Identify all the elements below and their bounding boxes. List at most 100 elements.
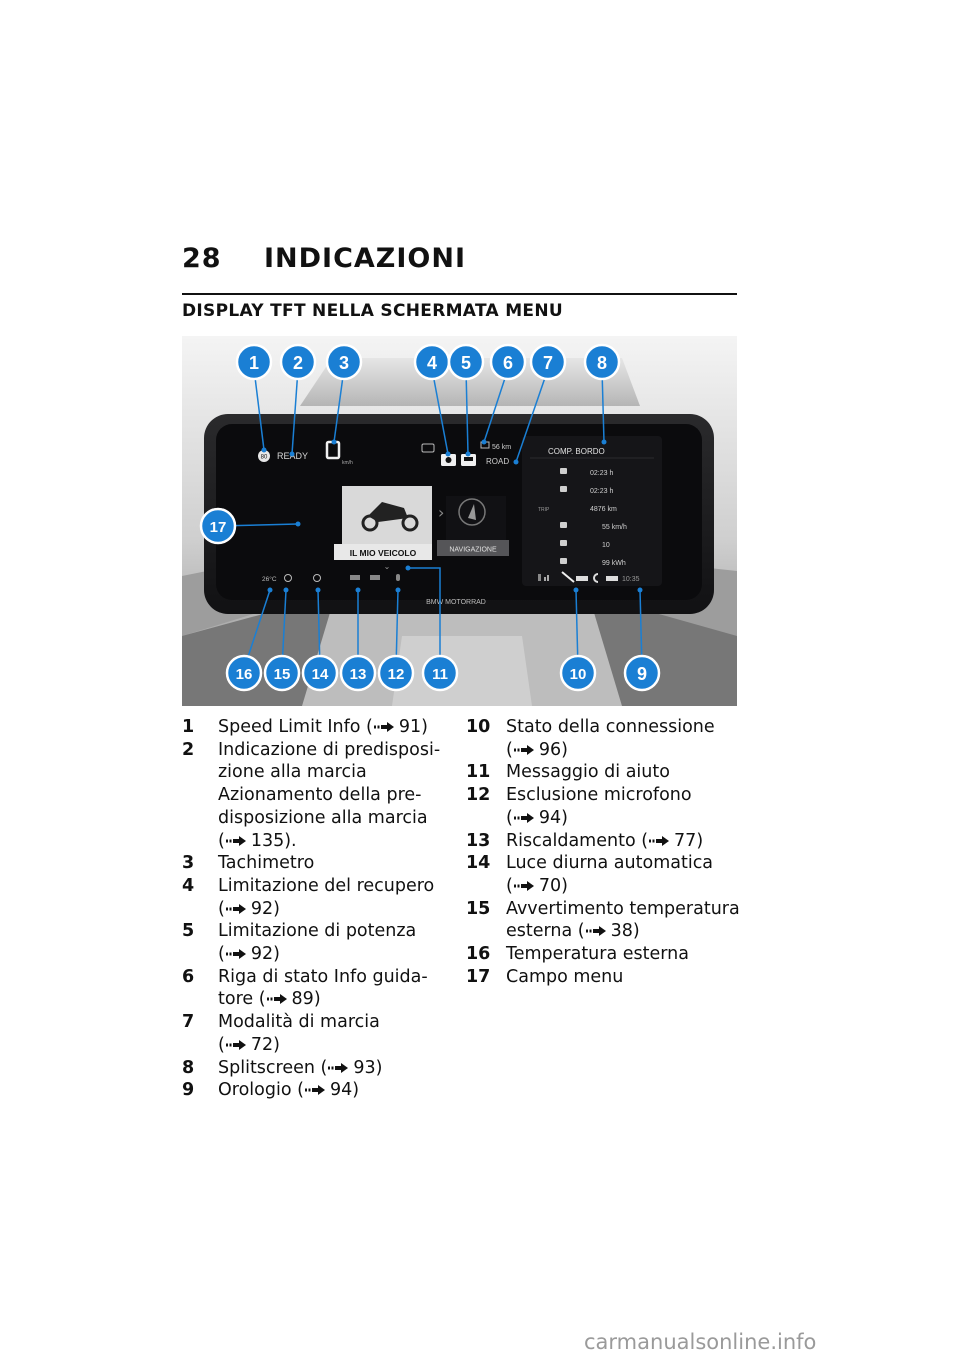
legend-line: (135). <box>218 830 444 853</box>
legend-line: Azionamento della pre- <box>218 784 444 807</box>
clock: 10:35 <box>622 576 640 583</box>
page-reference[interactable]: 135). <box>250 830 297 851</box>
legend-line-text: ( <box>506 739 513 760</box>
callout-15: 15 <box>263 654 301 692</box>
legend-line: Campo menu <box>506 966 736 989</box>
legend-line: (92) <box>218 943 444 966</box>
svg-text:11: 11 <box>432 666 448 683</box>
legend-text: Splitscreen ( 93) <box>218 1057 444 1080</box>
page-reference[interactable]: 77) <box>674 830 704 851</box>
page-reference-arrow-icon <box>225 903 246 914</box>
page-reference[interactable]: 96) <box>538 739 568 760</box>
legend-line-text: Riga di stato Info guida- <box>218 966 428 987</box>
heating-icon <box>350 575 360 580</box>
legend-item: 2 Indicazione di predisposi-zione alla ma… <box>182 739 444 853</box>
chevron-right-icon[interactable]: › <box>438 503 444 522</box>
legend-line: Riscaldamento (77) <box>506 830 736 853</box>
splitscreen-panel <box>522 436 662 586</box>
legend-text: Limitazione di potenza(92) <box>218 920 444 965</box>
page-reference[interactable]: 93) <box>353 1057 383 1078</box>
legend-line: Tachimetro <box>218 852 444 875</box>
legend-number: 4 <box>182 875 195 896</box>
page-reference[interactable]: 91) <box>398 717 428 737</box>
row-value: 02:23 h <box>590 488 613 495</box>
legend-line-text: Stato della connessione <box>506 717 715 737</box>
legend-line: Luce diurna automatica <box>506 852 736 875</box>
callout-17: 17 <box>199 507 237 545</box>
legend-line-text: Messaggio di aiuto <box>506 762 670 783</box>
page-reference[interactable]: 92) <box>250 944 280 965</box>
svg-text:2: 2 <box>293 353 303 373</box>
callout-endpoints <box>261 439 643 593</box>
legend-line: esterna (38) <box>506 920 740 943</box>
navigation-label-box <box>437 540 509 556</box>
onboard-computer-rows: 02:23 h 02:23 h TRIP 4876 km 55 km/h 10 … <box>538 470 627 567</box>
legend-line: Riga di stato Info guida- <box>218 966 444 989</box>
legend-line-text: Speed Limit Info ( <box>218 717 373 737</box>
legend-line-text: Azionamento della pre- <box>218 785 422 806</box>
legend-line: (72) <box>218 1034 444 1057</box>
legend-line: Indicazione di predisposi- <box>218 739 444 762</box>
page-reference-arrow-icon <box>266 994 287 1005</box>
legend-item: 14 Luce diurna automatica(70) <box>466 852 736 897</box>
callout-4: 4 <box>413 343 451 381</box>
page-reference-arrow-icon <box>225 1039 246 1050</box>
row-label: TRIP <box>538 507 550 513</box>
page-reference[interactable]: 72) <box>250 1034 280 1055</box>
svg-text:8: 8 <box>597 353 607 373</box>
svg-text:17: 17 <box>210 519 227 536</box>
svg-text:1: 1 <box>249 353 259 373</box>
legend-text: Temperatura esterna <box>506 943 736 966</box>
legend-text: Messaggio di aiuto <box>506 761 736 784</box>
splitscreen-title: COMP. BORDO <box>548 447 605 456</box>
header-rule <box>182 293 737 295</box>
legend-text: Speed Limit Info ( 91) <box>218 716 444 739</box>
legend-line: Modalità di marcia <box>218 1011 444 1034</box>
legend-line-text: ( <box>218 1034 225 1055</box>
callout-7: 7 <box>529 343 567 381</box>
legend-text: Campo menu <box>506 966 736 989</box>
outside-temperature: 26°C <box>262 575 277 583</box>
legend-number: 1 <box>182 717 195 737</box>
page-reference[interactable]: 92) <box>250 898 280 919</box>
callout-1: 1 <box>235 343 273 381</box>
legend-number: 14 <box>466 853 491 874</box>
callout-13: 13 <box>339 654 377 692</box>
page-reference[interactable]: 94) <box>538 807 568 828</box>
legend-line: (70) <box>506 875 736 898</box>
page-reference-arrow-icon <box>373 722 394 732</box>
legend-line: Stato della connessione <box>506 716 736 739</box>
legend-text: Luce diurna automatica(70) <box>506 852 736 897</box>
svg-text:80: 80 <box>261 455 268 461</box>
legend-line: Messaggio di aiuto <box>506 761 736 784</box>
page-reference-arrow-icon <box>585 926 606 937</box>
legend-item: 1 Speed Limit Info ( 91) <box>182 716 444 739</box>
legend-line: zione alla marcia <box>218 761 444 784</box>
navigation-label: NAVIGAZIONE <box>449 547 497 554</box>
page-reference[interactable]: 89) <box>291 989 321 1010</box>
legend-number: 17 <box>466 966 491 987</box>
page-reference[interactable]: 70) <box>538 875 568 896</box>
watermark: carmanualsonline.info <box>584 1330 817 1354</box>
callout-9: 9 <box>623 654 661 692</box>
page-reference[interactable]: 38) <box>610 921 640 942</box>
legend-line: Esclusione microfono <box>506 784 736 807</box>
legend-line-text: Temperatura esterna <box>506 944 689 965</box>
legend-number: 2 <box>182 739 195 760</box>
chevron-down-icon[interactable]: ⌄ <box>384 562 391 571</box>
legend-line-text: Indicazione di predisposi- <box>218 739 441 760</box>
page-reference[interactable]: 94) <box>329 1080 360 1101</box>
row-value: 10 <box>602 542 610 549</box>
page-reference-arrow-icon <box>225 949 246 960</box>
callout-5: 5 <box>447 343 485 381</box>
svg-text:13: 13 <box>350 666 367 683</box>
tft-display-illustration: BMW MOTORRAD 80 READY km/h 56 km ROAD CO… <box>182 336 737 706</box>
legend-line-text: Esclusione microfono <box>506 785 692 806</box>
legend-line-text: Splitscreen ( <box>218 1057 328 1078</box>
legend-line-text: Campo menu <box>506 966 624 987</box>
